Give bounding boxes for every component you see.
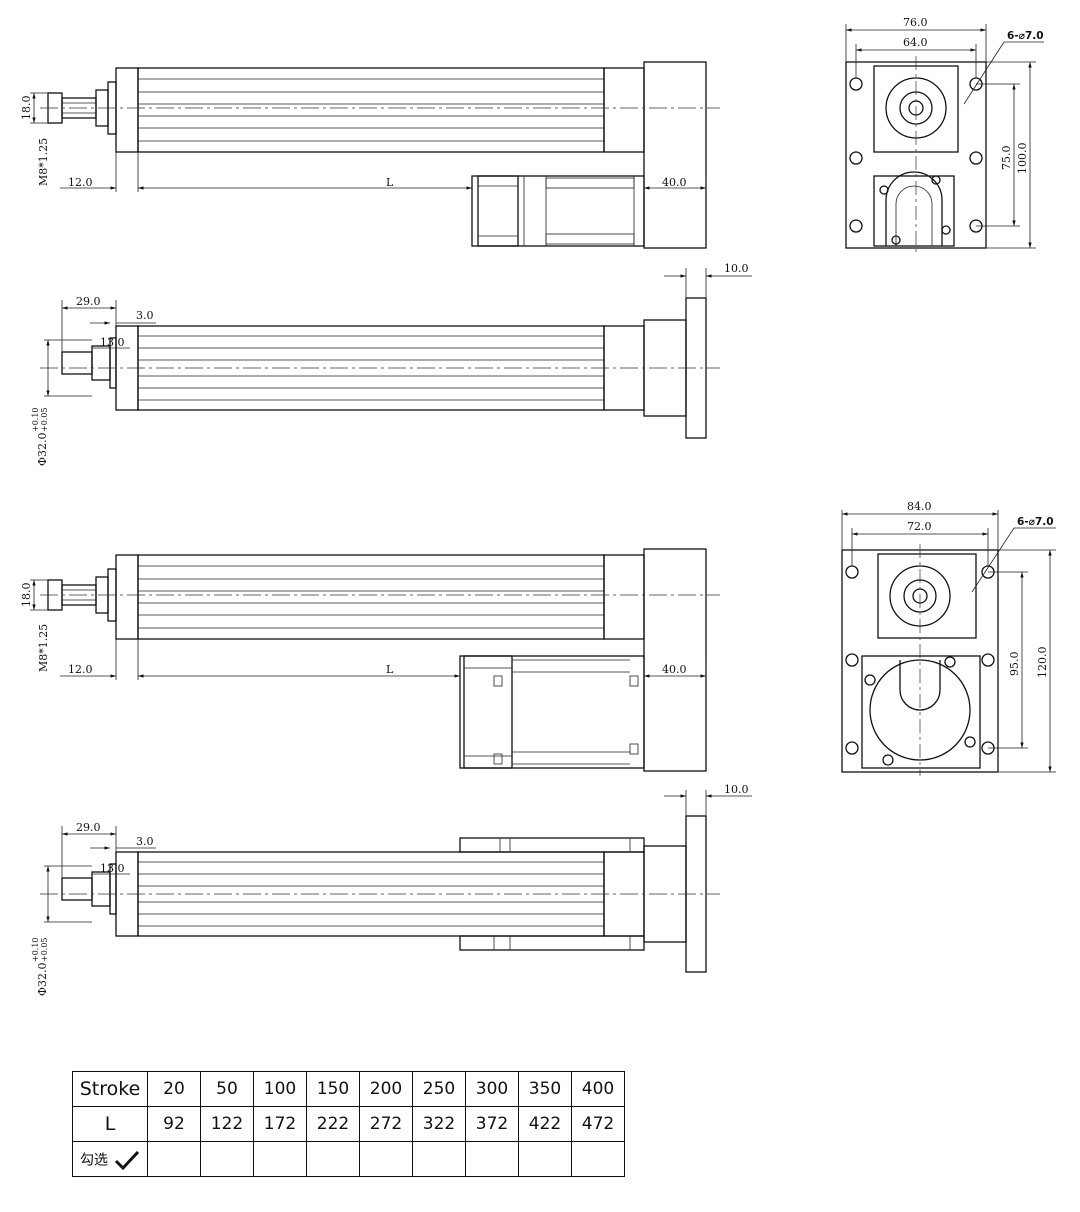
select-cell[interactable] bbox=[412, 1141, 466, 1177]
stroke-cell: 300 bbox=[465, 1071, 519, 1107]
stroke-cell: 200 bbox=[359, 1071, 413, 1107]
top-view-small: 18.0 M8*1.25 12.0 L 40.0 bbox=[20, 61, 720, 249]
dim-shaft: 18.0 bbox=[20, 583, 33, 608]
tol-dn: +0.05 bbox=[40, 407, 49, 432]
length-cell: 122 bbox=[200, 1106, 254, 1142]
select-cell[interactable] bbox=[147, 1141, 201, 1177]
length-cell: 272 bbox=[359, 1106, 413, 1142]
dim-flange: 10.0 bbox=[724, 262, 749, 275]
hole-spec: 6-⌀7.0 bbox=[1007, 30, 1044, 42]
stroke-label: Stroke bbox=[72, 1071, 148, 1107]
length-cell: 422 bbox=[518, 1106, 572, 1142]
height-inner: 75.0 bbox=[1000, 146, 1013, 171]
dim-b: 3.0 bbox=[136, 309, 154, 322]
width-inner: 72.0 bbox=[907, 520, 932, 533]
front-view-large: 29.0 3.0 13.0 10.0 Φ32.0 +0.10 +0.05 bbox=[31, 783, 752, 996]
width-inner: 64.0 bbox=[903, 36, 928, 49]
length-cell: 172 bbox=[253, 1106, 307, 1142]
dim-a: 29.0 bbox=[76, 295, 101, 308]
length-cell: 322 bbox=[412, 1106, 466, 1142]
stroke-cell: 250 bbox=[412, 1071, 466, 1107]
stroke-cell: 100 bbox=[253, 1071, 307, 1107]
dim-thread: M8*1.25 bbox=[37, 138, 50, 186]
dim-b: 3.0 bbox=[136, 835, 154, 848]
dim-c: 13.0 bbox=[100, 862, 125, 875]
dim-L: L bbox=[386, 176, 394, 189]
table-row-stroke: Stroke 20 50 100 150 200 250 300 350 400 bbox=[72, 1071, 625, 1107]
stroke-cell: 400 bbox=[571, 1071, 625, 1107]
dim-left: 12.0 bbox=[68, 176, 93, 189]
select-cell[interactable] bbox=[571, 1141, 625, 1177]
dim-flange: 10.0 bbox=[724, 783, 749, 796]
length-cell: 222 bbox=[306, 1106, 360, 1142]
stroke-cell: 20 bbox=[147, 1071, 201, 1107]
select-label-cell: 勾选 bbox=[72, 1141, 148, 1177]
tol-up: +0.10 bbox=[31, 407, 40, 432]
height-outer: 120.0 bbox=[1036, 647, 1049, 679]
dim-right: 40.0 bbox=[662, 663, 687, 676]
front-view-small: 29.0 3.0 13.0 10.0 Φ32.0 +0.10 +0.05 bbox=[31, 262, 752, 466]
technical-drawing: 18.0 M8*1.25 12.0 L 40.0 29.0 bbox=[20, 16, 1056, 996]
dim-L: L bbox=[386, 663, 394, 676]
stroke-cell: 150 bbox=[306, 1071, 360, 1107]
dim-left: 12.0 bbox=[68, 663, 93, 676]
table-row-length: L 92 122 172 222 272 322 372 422 472 bbox=[72, 1106, 625, 1142]
hole-spec: 6-⌀7.0 bbox=[1017, 516, 1054, 528]
select-cell[interactable] bbox=[200, 1141, 254, 1177]
height-inner: 95.0 bbox=[1008, 652, 1021, 677]
check-icon bbox=[114, 1150, 140, 1170]
dim-c: 13.0 bbox=[100, 336, 125, 349]
stroke-cell: 50 bbox=[200, 1071, 254, 1107]
select-cell[interactable] bbox=[518, 1141, 572, 1177]
select-cell[interactable] bbox=[359, 1141, 413, 1177]
dim-dia: Φ32.0 bbox=[36, 962, 49, 996]
select-cell[interactable] bbox=[253, 1141, 307, 1177]
width-outer: 84.0 bbox=[907, 500, 932, 513]
dim-a: 29.0 bbox=[76, 821, 101, 834]
length-cell: 472 bbox=[571, 1106, 625, 1142]
dim-right: 40.0 bbox=[662, 176, 687, 189]
dim-thread: M8*1.25 bbox=[37, 624, 50, 672]
table-row-select: 勾选 bbox=[72, 1141, 625, 1177]
height-outer: 100.0 bbox=[1016, 143, 1029, 175]
stroke-table: Stroke 20 50 100 150 200 250 300 350 400… bbox=[72, 1071, 625, 1177]
end-view-small: 76.0 64.0 6-⌀7.0 75.0 100.0 bbox=[845, 16, 1044, 252]
width-outer: 76.0 bbox=[903, 16, 928, 29]
select-label: 勾选 bbox=[79, 1152, 108, 1169]
top-view-large: 18.0 M8*1.25 12.0 L 40.0 bbox=[20, 548, 720, 772]
length-cell: 92 bbox=[147, 1106, 201, 1142]
stroke-cell: 350 bbox=[518, 1071, 572, 1107]
dim-shaft: 18.0 bbox=[20, 96, 33, 121]
tol-dn: +0.05 bbox=[40, 937, 49, 962]
tol-up: +0.10 bbox=[31, 937, 40, 962]
length-cell: 372 bbox=[465, 1106, 519, 1142]
dim-dia: Φ32.0 bbox=[36, 432, 49, 466]
end-view-large: 84.0 72.0 6-⌀7.0 95.0 120.0 bbox=[841, 500, 1056, 776]
length-label: L bbox=[72, 1106, 148, 1142]
select-cell[interactable] bbox=[465, 1141, 519, 1177]
select-cell[interactable] bbox=[306, 1141, 360, 1177]
